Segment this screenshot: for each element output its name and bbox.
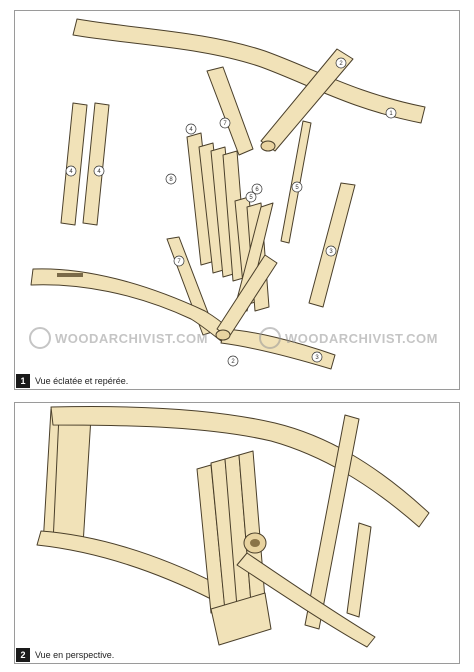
diagonal-leg [236, 552, 376, 648]
caption-text: Vue éclatée et repérée. [35, 376, 129, 386]
label-part-2: 2 [339, 61, 343, 67]
label-part-8: 8 [169, 177, 173, 183]
slat-part-3 [308, 182, 356, 308]
label-part-4: 4 [97, 169, 101, 175]
bottom-runner [36, 530, 216, 600]
label-part-3: 3 [329, 249, 333, 255]
exploded-view-panel: 2 1 4 4 4 5 3 7 6 7 8 5 2 3 WOODARCHIVIS… [14, 10, 460, 390]
perspective-view-panel: 2 Vue en perspective. [14, 402, 460, 664]
top-arm-piece [72, 18, 426, 124]
exploded-view-drawing: 2 1 4 4 4 5 3 7 6 7 8 5 2 3 [30, 18, 426, 370]
watermark-logo [259, 327, 281, 349]
part-callout-labels: 2 1 4 4 4 5 3 7 6 7 8 5 2 3 [69, 61, 393, 365]
label-part-5: 5 [249, 195, 253, 201]
figure-caption: 2 Vue en perspective. [15, 647, 114, 663]
board-part-4b [82, 102, 110, 226]
watermark-right: WOODARCHIVIST.COM [285, 331, 438, 346]
pivot-hole [260, 140, 276, 152]
back-rest-bottom [210, 592, 272, 646]
upright-piece-7 [206, 66, 254, 156]
back-rail-6 [234, 202, 274, 312]
top-arm [50, 406, 430, 528]
part-callouts [65, 57, 397, 367]
label-part-5: 5 [295, 185, 299, 191]
watermark-logo [29, 327, 51, 349]
bottom-pivot [215, 329, 231, 341]
leg-piece-2 [260, 48, 354, 152]
rear-rail-right [346, 522, 372, 618]
label-part-6: 6 [255, 187, 259, 193]
label-part-4: 4 [69, 169, 73, 175]
perspective-view-drawing [36, 406, 430, 648]
figure-number: 1 [16, 374, 30, 388]
board-part-4a [60, 102, 88, 226]
runner-slot [57, 273, 83, 277]
rear-leg-right [304, 414, 360, 630]
figure-number: 2 [16, 648, 30, 662]
front-rail [52, 414, 92, 546]
label-part-3: 3 [315, 355, 319, 361]
label-part-7: 7 [177, 259, 181, 265]
figure-caption: 1 Vue éclatée et repérée. [15, 373, 128, 389]
label-part-1: 1 [389, 111, 393, 117]
label-part-4: 4 [189, 127, 193, 133]
label-part-2: 2 [231, 359, 235, 365]
label-part-7: 7 [223, 121, 227, 127]
bottom-leg-part-3 [220, 328, 336, 370]
watermark-left: WOODARCHIVIST.COM [55, 331, 208, 346]
caption-text: Vue en perspective. [35, 650, 115, 660]
